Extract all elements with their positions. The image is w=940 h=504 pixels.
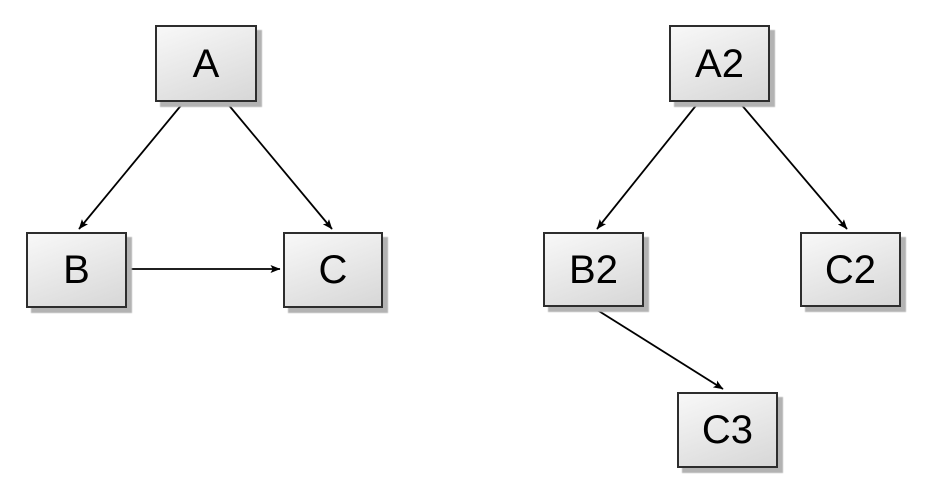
diagram-node-b2: B2: [543, 232, 644, 307]
edge-a2-to-b2: [596, 102, 699, 230]
node-label-c2: C2: [824, 247, 877, 292]
node-label-a: A: [192, 41, 220, 86]
edge-a-to-c: [226, 102, 333, 230]
edge-a2-to-c2: [739, 102, 848, 230]
diagram-node-b: B: [26, 232, 127, 308]
node-label-b2: B2: [569, 247, 618, 292]
diagram-node-a2: A2: [669, 25, 770, 102]
diagram-node-c3: C3: [677, 392, 778, 468]
diagram-node-c: C: [283, 232, 383, 308]
node-label-a2: A2: [695, 41, 744, 86]
diagram-node-c2: C2: [800, 232, 901, 307]
node-label-c3: C3: [701, 408, 754, 452]
diagram-node-a: A: [155, 25, 257, 102]
edge-a-to-b: [78, 102, 184, 230]
edge-b2-to-c3: [593, 307, 724, 390]
node-label-c: C: [318, 248, 348, 292]
node-label-b: B: [63, 248, 90, 292]
